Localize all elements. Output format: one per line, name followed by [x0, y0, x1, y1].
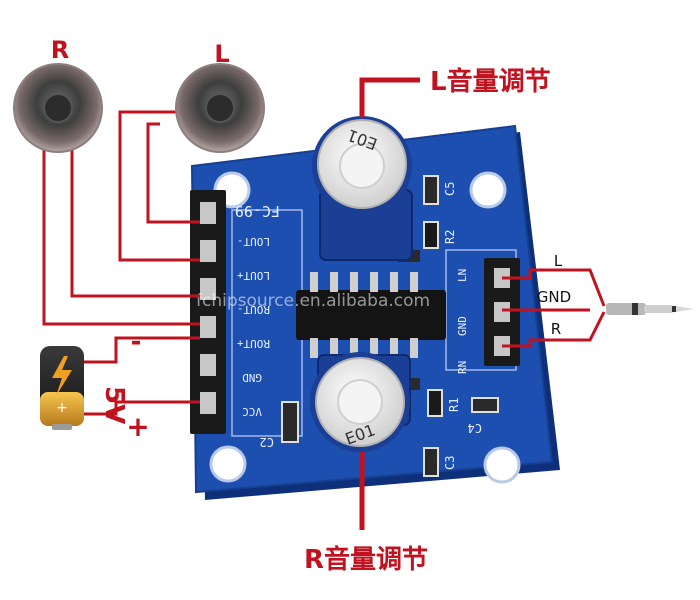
- pin-label-gnd-right: GND: [456, 316, 469, 336]
- amplifier-ic-chip: [296, 272, 446, 358]
- label-r1: R1: [447, 398, 461, 412]
- audio-jack-plug: [606, 303, 694, 315]
- wire-battery-plus: [84, 400, 200, 416]
- callout-line-left: [359, 77, 420, 118]
- board-model-text: FC-99: [235, 202, 280, 220]
- pin-label-vcc: VCC: [242, 405, 262, 418]
- pin-label-rout-minus: ROUT-: [237, 303, 270, 316]
- pin-label-lout-minus: LOUT-: [237, 235, 270, 248]
- resistor-r2: [423, 221, 439, 249]
- component-labels: C5 R2 R1 C4 C3 C2: [260, 182, 482, 470]
- label-r2: R2: [443, 230, 457, 244]
- jack-label-l: L: [554, 252, 563, 270]
- wire-left-speaker-a: [146, 122, 200, 224]
- jack-label-r: R: [551, 320, 561, 338]
- right-pin-header: [484, 258, 520, 366]
- right-pin-labels: LN GND RN: [456, 269, 469, 374]
- battery-minus-label: -: [131, 327, 142, 357]
- battery-plus-label: +: [126, 410, 149, 443]
- lightning-icon: [52, 356, 72, 396]
- pin-label-lout-plus: LOUT+: [237, 269, 270, 282]
- capacitor-c2: [281, 401, 299, 443]
- mount-hole: [469, 171, 507, 209]
- right-speaker: [13, 63, 103, 153]
- mount-hole: [209, 445, 247, 483]
- left-speaker: [175, 63, 265, 153]
- left-volume-callout: L音量调节: [430, 66, 551, 97]
- wiring: [42, 77, 606, 530]
- capacitor-c3: [423, 447, 439, 477]
- speaker-cone-icon: [43, 93, 73, 123]
- label-c4: C4: [468, 421, 482, 435]
- jack-label-gnd: GND: [537, 288, 571, 306]
- pin-label-rout-plus: ROUT+: [237, 337, 270, 350]
- right-volume-potentiometer[interactable]: [310, 352, 411, 452]
- wire-right-speaker-b: [42, 148, 200, 326]
- pin-label-gnd: GND: [242, 371, 262, 384]
- capacitor-c4: [471, 397, 499, 413]
- pin-label-rn: RN: [456, 361, 469, 374]
- left-speaker-label: L: [214, 40, 229, 68]
- wire-jack-l: [502, 268, 606, 307]
- wire-battery-minus: [84, 336, 200, 364]
- label-c3: C3: [443, 456, 457, 470]
- left-volume-potentiometer[interactable]: [312, 116, 413, 261]
- right-volume-callout: R音量调节: [304, 544, 428, 575]
- resistor-r1: [427, 389, 443, 417]
- battery-plus-mark: +: [56, 400, 68, 416]
- mount-hole: [483, 446, 521, 484]
- wire-right-speaker-a: [70, 148, 200, 298]
- label-c5: C5: [443, 182, 457, 196]
- right-speaker-label: R: [51, 36, 69, 64]
- wire-jack-r: [502, 311, 606, 348]
- label-c2: C2: [260, 435, 274, 449]
- battery: +: [40, 346, 84, 430]
- wire-left-speaker-b: [118, 110, 200, 262]
- watermark-text: fchipsource.en.alibaba.com: [196, 291, 430, 311]
- left-pin-header: [190, 190, 226, 434]
- battery-voltage-label: 5V: [99, 386, 129, 424]
- left-pin-labels: LOUT- LOUT+ ROUT- ROUT+ GND VCC: [237, 235, 270, 418]
- capacitor-c5: [423, 175, 439, 205]
- speaker-cone-icon: [205, 93, 235, 123]
- pin-label-ln: LN: [456, 269, 469, 282]
